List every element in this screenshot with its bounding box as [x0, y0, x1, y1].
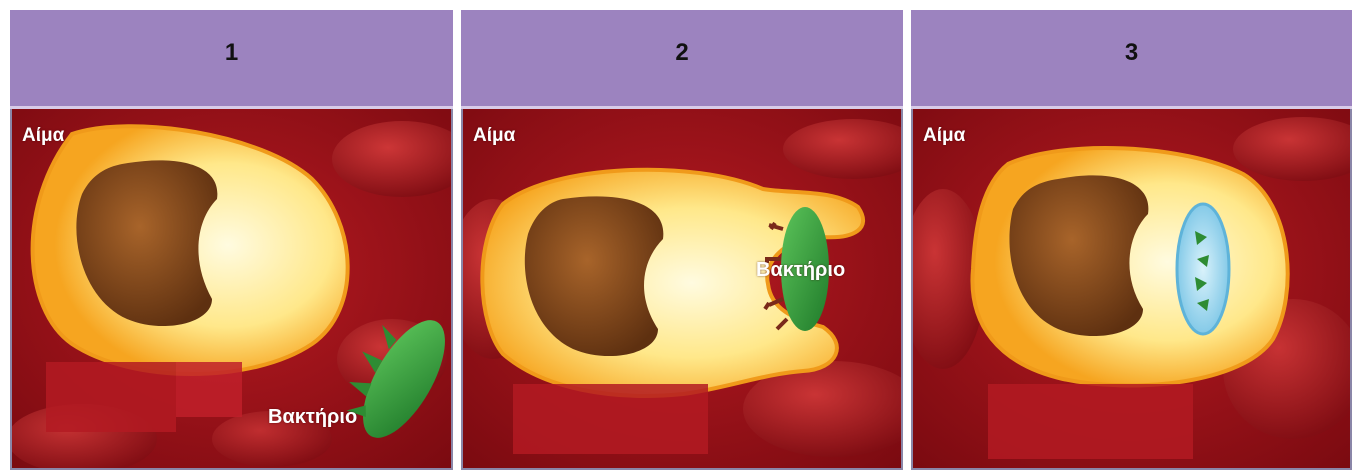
blood-label: Αίμα [473, 125, 515, 147]
panel-3: 3 [911, 10, 1352, 470]
bacterium-label: Βακτήριο [268, 406, 357, 429]
panel-1-number: 1 [225, 39, 238, 67]
panel-1-illustration [12, 109, 451, 468]
panel-1-header: 1 [10, 10, 453, 109]
masked-label-box [988, 384, 1193, 459]
panel-2: 2 [461, 10, 903, 470]
panel-1-scene [10, 109, 453, 470]
panel-3-illustration [913, 109, 1350, 468]
blood-label: Αίμα [22, 125, 64, 147]
panel-1: 1 [10, 10, 453, 470]
phagocytosis-diagram: 1 [10, 10, 1352, 470]
panel-2-illustration [463, 109, 901, 468]
panel-2-scene [461, 109, 903, 470]
blood-label: Αίμα [923, 125, 965, 147]
panel-3-number: 3 [1125, 39, 1138, 67]
phagosome [1177, 204, 1229, 334]
panel-2-number: 2 [675, 39, 688, 67]
bacterium-label: Βακτήριο [756, 259, 845, 282]
masked-label-box [46, 362, 176, 432]
masked-label-box [176, 362, 242, 417]
masked-label-box [513, 384, 708, 454]
panel-3-header: 3 [911, 10, 1352, 109]
panel-3-scene [911, 109, 1352, 470]
panel-2-header: 2 [461, 10, 903, 109]
